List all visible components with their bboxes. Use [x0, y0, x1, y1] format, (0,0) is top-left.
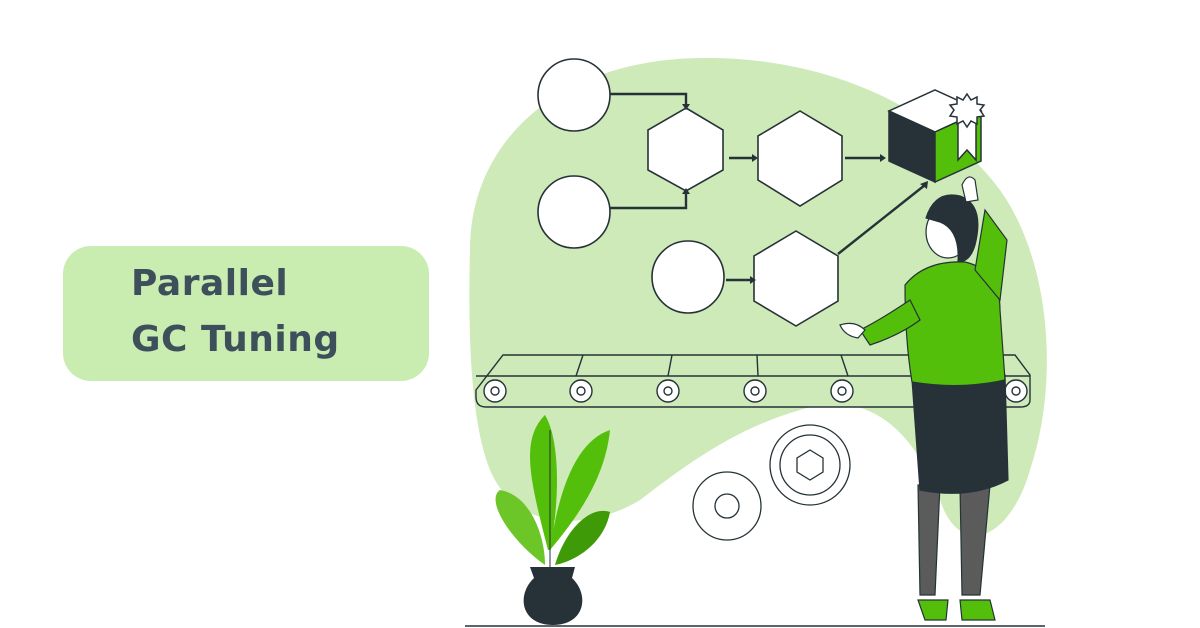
flow-circle-2	[537, 175, 611, 249]
flow-hexagon-3	[753, 230, 839, 327]
conveyor-belt	[475, 354, 1031, 408]
gear-icon	[686, 424, 851, 547]
product-cube	[887, 89, 986, 184]
potted-plant	[495, 415, 610, 625]
flow-circle-3	[651, 240, 725, 314]
badge-icon	[948, 92, 986, 129]
title-card: Parallel GC Tuning	[63, 246, 429, 381]
flow-hexagon-2	[757, 110, 843, 207]
title-line-2: GC Tuning	[131, 319, 340, 360]
flow-circle-1	[537, 58, 611, 132]
title-line-1: Parallel	[131, 263, 289, 304]
woman-figure	[839, 176, 1009, 621]
